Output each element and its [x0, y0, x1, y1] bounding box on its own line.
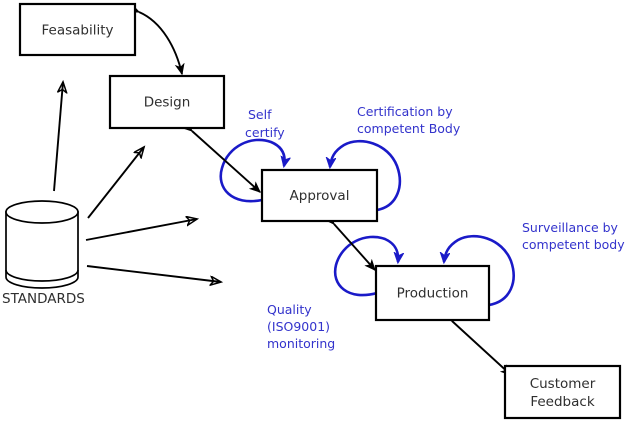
- self-certify-line1: Self: [248, 107, 272, 122]
- surveillance-line1: Surveillance by: [522, 220, 619, 235]
- production-box[interactable]: [374, 264, 491, 322]
- quality-line3: monitoring: [267, 336, 335, 351]
- node-customer-feedback[interactable]: Customer Feedback: [503, 364, 622, 420]
- connection-standards-production: [86, 265, 221, 282]
- node-production[interactable]: Production: [374, 264, 491, 322]
- annotation-certification-by-competent-body: Certification by competent Body: [357, 104, 461, 136]
- feasability-box[interactable]: [18, 2, 137, 57]
- self-loop-production-surveillance: [444, 235, 515, 307]
- customer-feedback-label-line1: Customer: [530, 376, 596, 392]
- annotation-self-certify: Self certify: [245, 107, 285, 140]
- design-label: Design: [144, 95, 191, 111]
- standards-label: STANDARDS: [2, 291, 85, 307]
- connection-standards-approval: [85, 219, 197, 241]
- standards-cylinder-bottom-curve: [5, 269, 79, 282]
- standards-cylinder-top: [5, 200, 79, 224]
- customer-feedback-label-line2: Feedback: [530, 394, 594, 410]
- design-box[interactable]: [108, 74, 226, 130]
- connection-production-customer-feedback: [452, 321, 511, 375]
- connection-standards-design: [87, 147, 144, 219]
- quality-line1: Quality: [267, 302, 312, 317]
- annotation-surveillance-by-competent-body: Surveillance by competent body: [522, 220, 625, 252]
- node-standards[interactable]: STANDARDS: [2, 200, 85, 307]
- production-label: Production: [397, 286, 469, 302]
- connection-standards-feasability: [53, 82, 63, 192]
- customer-feedback-box[interactable]: [503, 364, 622, 420]
- standards-cylinder-body[interactable]: [5, 211, 79, 289]
- approval-label: Approval: [290, 188, 350, 204]
- self-loop-approval-certification: [330, 140, 402, 212]
- certification-line1: Certification by: [357, 104, 453, 119]
- node-approval[interactable]: Approval: [260, 168, 379, 223]
- approval-box[interactable]: [260, 168, 379, 223]
- annotation-quality-iso9001-monitoring: Quality (ISO9001) monitoring: [267, 302, 335, 351]
- self-certify-line2: certify: [245, 125, 285, 140]
- connection-design-approval: [192, 131, 260, 192]
- feasability-label: Feasability: [41, 23, 113, 39]
- quality-line2: (ISO9001): [267, 319, 330, 334]
- certification-line2: competent Body: [357, 121, 461, 136]
- connection-approval-production: [334, 224, 375, 270]
- node-design[interactable]: Design: [108, 74, 226, 130]
- connection-feasability-design: [139, 12, 182, 74]
- production-surveillance-loop-path: [444, 235, 515, 307]
- surveillance-line2: competent body: [522, 237, 625, 252]
- node-feasability[interactable]: Feasability: [18, 2, 137, 57]
- approval-certification-loop-path: [330, 140, 402, 212]
